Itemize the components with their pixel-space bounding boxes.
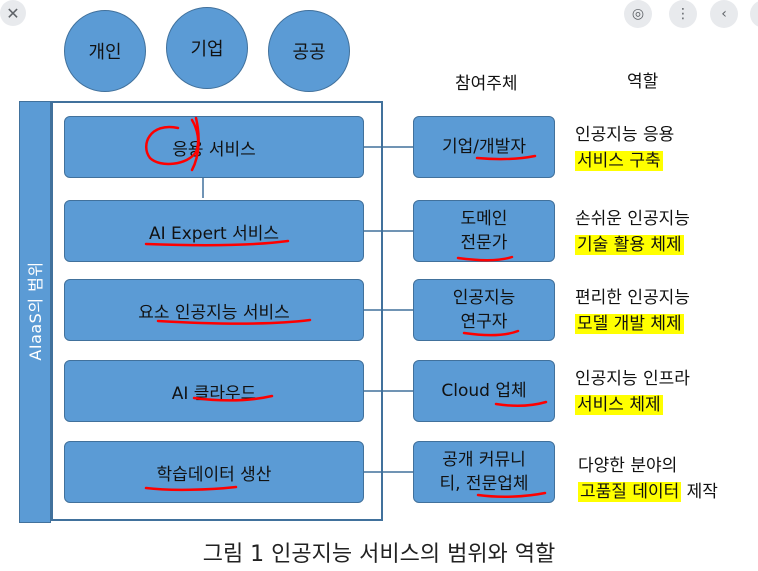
service-label: 학습데이터 생산 [156, 464, 272, 485]
role-column-header: 역할 [627, 72, 659, 92]
chevron-right-icon[interactable]: › [750, 0, 758, 28]
aiaas-scope-bar [19, 101, 51, 523]
actor-label-line1: 인공지능 [452, 288, 516, 308]
role-text-training-data: 다양한 분야의 고품질 데이터 제작 [578, 453, 718, 505]
participant-label: 개인 [88, 42, 122, 63]
actor-label-line2: 연구자 [460, 312, 508, 332]
more-options-icon[interactable]: ⋮ [669, 0, 697, 28]
role-line2-highlight: 서비스 구축 [575, 151, 663, 171]
actor-label-line2: 전문가 [460, 233, 508, 253]
service-box-training-data: 학습데이터 생산 [64, 441, 364, 503]
chevron-left-icon[interactable]: ‹ [710, 0, 738, 28]
service-label: 응용 서비스 [172, 139, 256, 160]
actor-label: Cloud 업체 [441, 381, 527, 401]
role-text-application: 인공지능 응용 서비스 구축 [575, 122, 674, 174]
service-box-ai-expert: AI Expert 서비스 [64, 200, 364, 262]
actor-box-ai-researcher: 인공지능 연구자 [413, 279, 555, 341]
participant-circle-public: 공공 [268, 10, 350, 92]
role-line2-highlight: 기술 활용 체제 [575, 235, 684, 255]
close-icon[interactable]: ✕ [0, 0, 26, 26]
role-text-ai-expert: 손쉬운 인공지능 기술 활용 체제 [575, 206, 690, 258]
role-line2-rest: 제작 [681, 482, 718, 502]
role-line2-highlight: 서비스 체제 [575, 395, 663, 415]
figure-caption: 그림 1 인공지능 서비스의 범위와 역할 [202, 542, 556, 567]
service-label: 요소 인공지능 서비스 [138, 302, 290, 323]
participant-label: 기업 [190, 39, 224, 60]
actor-column-header: 참여주체 [455, 74, 518, 94]
role-line1: 다양한 분야의 [578, 456, 678, 476]
role-line2-highlight: 모델 개발 체제 [575, 314, 684, 334]
role-line2-highlight: 고품질 데이터 [578, 482, 682, 502]
service-box-application: 응용 서비스 [64, 116, 364, 178]
service-label: AI 클라우드 [171, 383, 257, 404]
participant-circle-company: 기업 [166, 7, 248, 89]
service-box-ai-cloud: AI 클라우드 [64, 360, 364, 422]
actor-box-cloud-vendor: Cloud 업체 [413, 360, 555, 422]
role-line1: 손쉬운 인공지능 [575, 209, 690, 229]
lens-search-icon[interactable]: ◎ [624, 0, 652, 28]
actor-label-line1: 공개 커뮤니 [442, 450, 526, 470]
role-line1: 인공지능 인프라 [575, 369, 690, 389]
role-text-element-ai: 편리한 인공지능 모델 개발 체제 [575, 285, 690, 337]
actor-label: 기업/개발자 [442, 137, 526, 157]
participant-label: 공공 [292, 42, 326, 63]
role-line1: 인공지능 응용 [575, 125, 675, 145]
actor-label-line2: 티, 전문업체 [439, 474, 529, 494]
actor-box-company-developer: 기업/개발자 [413, 116, 555, 178]
actor-label-line1: 도메인 [460, 209, 508, 229]
actor-box-community: 공개 커뮤니 티, 전문업체 [413, 441, 555, 503]
actor-box-domain-expert: 도메인 전문가 [413, 200, 555, 262]
service-box-element-ai: 요소 인공지능 서비스 [64, 279, 364, 341]
role-text-ai-cloud: 인공지능 인프라 서비스 체제 [575, 366, 690, 418]
role-line1: 편리한 인공지능 [575, 288, 690, 308]
participant-circle-individual: 개인 [64, 10, 146, 92]
aiaas-scope-label: AIaaS의 범위 [26, 261, 45, 361]
service-label: AI Expert 서비스 [148, 223, 280, 244]
